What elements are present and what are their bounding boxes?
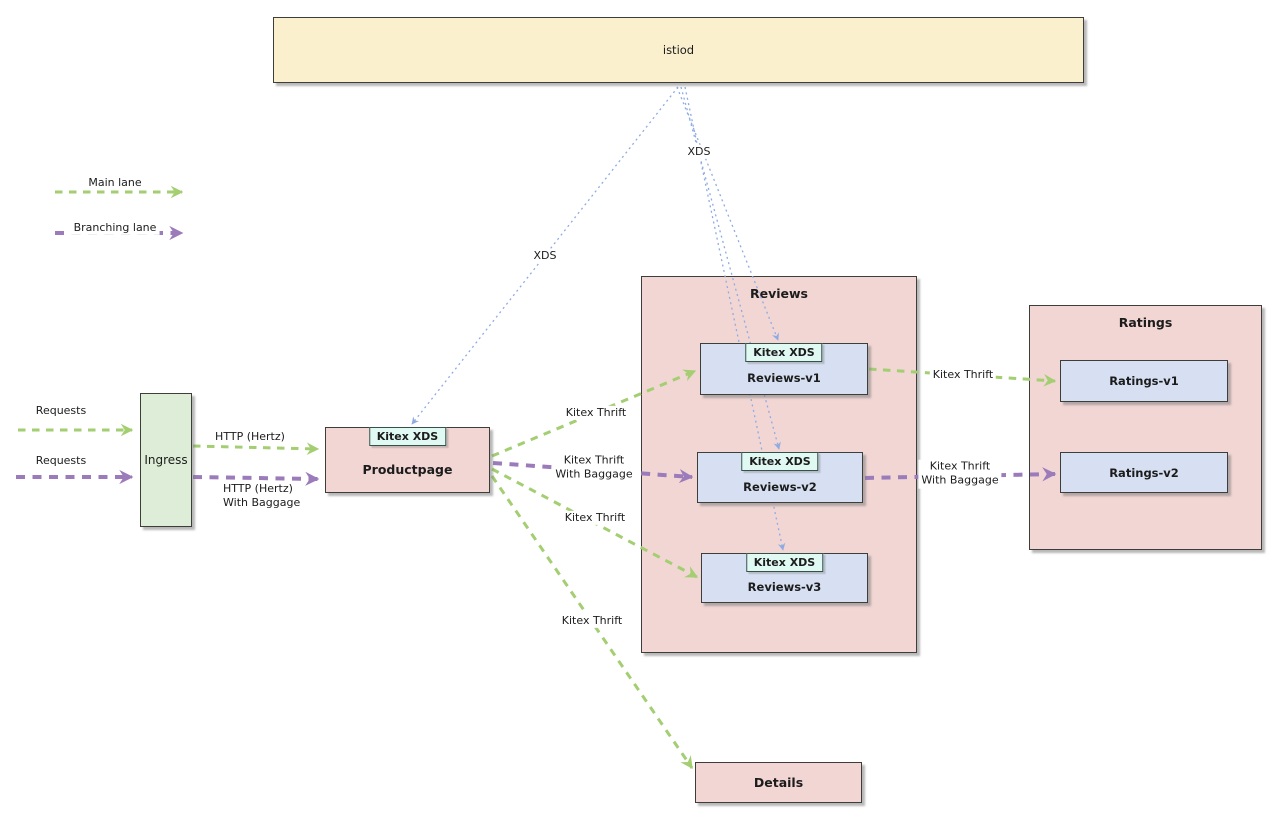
productpage-label: Productpage — [362, 461, 453, 477]
reviews-v2-label: Reviews-v2 — [743, 479, 817, 494]
details-label: Details — [753, 775, 804, 790]
label-requests-branch: Requests — [32, 453, 90, 469]
details-node: Details — [695, 762, 862, 803]
ratings-container-title: Ratings — [1118, 315, 1173, 330]
ingress-node: Ingress — [140, 393, 192, 527]
productpage-xds-badge: Kitex XDS — [368, 427, 447, 446]
reviews-v3-node: Kitex XDS Reviews-v3 — [701, 553, 868, 603]
reviews-v3-xds-badge: Kitex XDS — [745, 553, 824, 572]
label-http-hertz: HTTP (Hertz) — [212, 429, 288, 445]
label-kitex-thrift-rv3: Kitex Thrift — [561, 510, 629, 526]
label-xds-reviews: XDS — [684, 144, 714, 160]
label-requests-main: Requests — [32, 403, 90, 419]
label-http-hertz-baggage: HTTP (Hertz) With Baggage — [220, 482, 304, 511]
reviews-v2-node: Kitex XDS Reviews-v2 — [697, 452, 863, 503]
ratings-container: Ratings — [1029, 305, 1262, 550]
istiod-label: istiod — [662, 43, 695, 57]
reviews-container-title: Reviews — [749, 286, 808, 301]
productpage-node: Kitex XDS Productpage — [325, 427, 490, 493]
ratings-v1-label: Ratings-v1 — [1109, 374, 1179, 388]
label-xds-productpage: XDS — [530, 248, 560, 264]
label-kitex-thrift-rv1: Kitex Thrift — [562, 405, 630, 421]
label-kitex-thrift-details: Kitex Thrift — [558, 613, 626, 629]
reviews-v1-xds-badge: Kitex XDS — [745, 343, 823, 362]
ratings-v2-node: Ratings-v2 — [1060, 452, 1228, 493]
ratings-v1-node: Ratings-v1 — [1060, 360, 1228, 402]
label-kitex-thrift-rt1: Kitex Thrift — [929, 367, 997, 383]
edge-ingress-productpage-branch — [192, 471, 320, 486]
edge-ingress-productpage-main — [192, 442, 320, 455]
ratings-v2-label: Ratings-v2 — [1109, 465, 1179, 480]
istiod-node: istiod — [273, 17, 1084, 83]
label-kitex-thrift-baggage-rt2: Kitex Thrift With Baggage — [918, 459, 1002, 489]
legend-main-lane-label: Main lane — [85, 175, 145, 191]
label-kitex-thrift-baggage-rv2: Kitex Thrift With Baggage — [552, 453, 636, 483]
reviews-v3-label: Reviews-v3 — [747, 580, 822, 594]
ingress-label: Ingress — [144, 453, 188, 467]
reviews-v1-label: Reviews-v1 — [747, 371, 821, 385]
reviews-v2-xds-badge: Kitex XDS — [741, 452, 819, 471]
reviews-v1-node: Kitex XDS Reviews-v1 — [700, 343, 868, 395]
legend-branching-lane-label: Branching lane — [70, 220, 160, 236]
